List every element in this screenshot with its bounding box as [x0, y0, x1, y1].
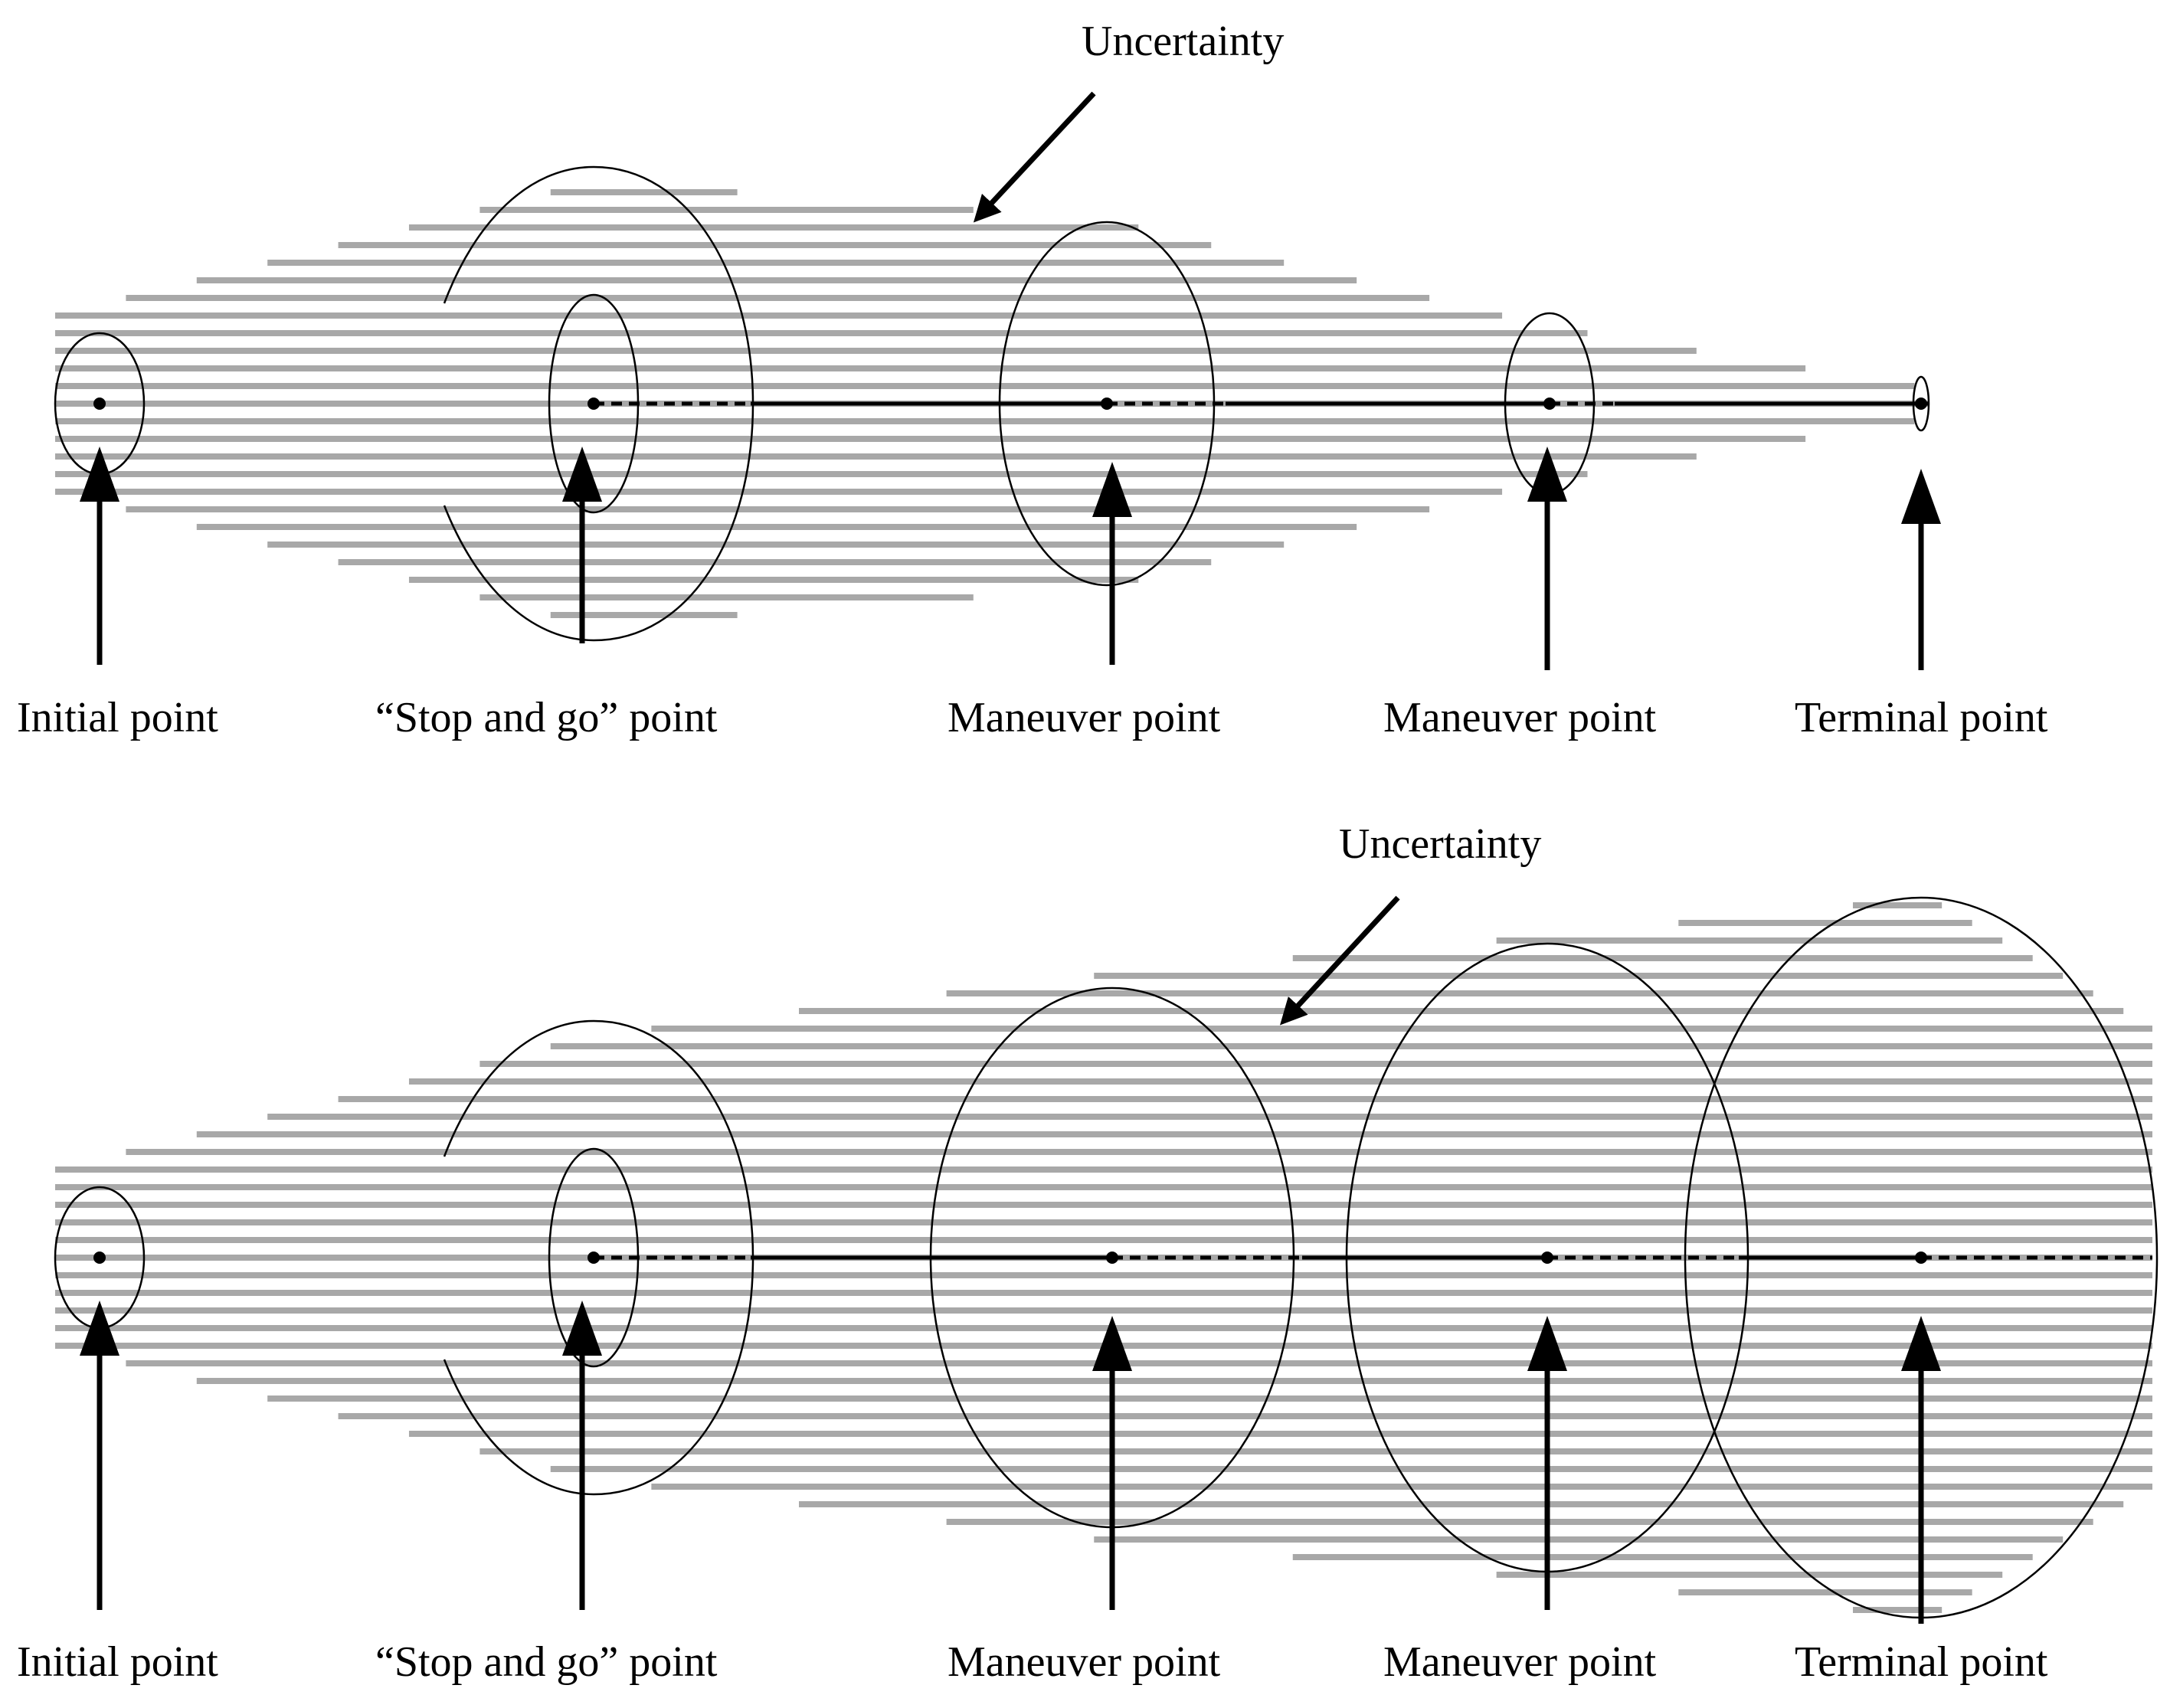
point-arrows	[80, 447, 1941, 670]
label-maneuver-point-2: Maneuver point	[1383, 694, 1657, 741]
trajectory-point-dot	[1543, 398, 1556, 410]
trajectory-point-dot	[588, 1252, 600, 1264]
uncertainty-pointer-arrow	[1279, 895, 1400, 1026]
point-arrow-head	[1092, 462, 1132, 517]
trajectory-points	[93, 398, 1927, 410]
label-stop-and-go-point: “Stop and go” point	[375, 1638, 718, 1686]
point-arrow-head	[562, 447, 602, 502]
trajectory-point-dot	[1541, 1252, 1553, 1264]
point-arrow-head	[80, 1301, 119, 1356]
point-arrow-head	[1527, 1316, 1567, 1371]
uncertainty-label: Uncertainty	[1082, 18, 1284, 65]
label-maneuver-point-1: Maneuver point	[948, 694, 1221, 741]
panel-bottom: Uncertainty Initial point “Stop and go” …	[17, 820, 2159, 1686]
trajectory-point-dot	[93, 398, 106, 410]
trajectory-point-dot	[93, 1252, 106, 1264]
point-arrow-head	[562, 1301, 602, 1356]
label-terminal-point: Terminal point	[1795, 1638, 2048, 1686]
label-maneuver-point-2: Maneuver point	[1383, 1638, 1657, 1686]
panel-top: Uncertainty Initial point “Stop and go” …	[17, 18, 2048, 741]
label-terminal-point: Terminal point	[1795, 694, 2048, 741]
uncertainty-label: Uncertainty	[1339, 820, 1541, 868]
uncertainty-pointer-arrow	[973, 91, 1096, 223]
trajectory-point-dot	[1915, 1252, 1927, 1264]
point-arrows	[80, 1301, 1941, 1624]
label-initial-point: Initial point	[17, 1638, 218, 1686]
point-arrow-head	[1092, 1316, 1132, 1371]
point-arrow-head	[80, 447, 119, 502]
trajectory-point-dot	[588, 398, 600, 410]
trajectory-point-dot	[1915, 398, 1927, 410]
trajectory-point-dot	[1101, 398, 1113, 410]
trajectory-points	[93, 1252, 1927, 1264]
trajectory-point-dot	[1106, 1252, 1118, 1264]
point-arrow-head	[1527, 447, 1567, 502]
label-maneuver-point-1: Maneuver point	[948, 1638, 1221, 1686]
point-arrow-head	[1901, 1316, 1941, 1371]
label-initial-point: Initial point	[17, 694, 218, 741]
label-stop-and-go-point: “Stop and go” point	[375, 694, 718, 741]
point-arrow-head	[1901, 469, 1941, 524]
